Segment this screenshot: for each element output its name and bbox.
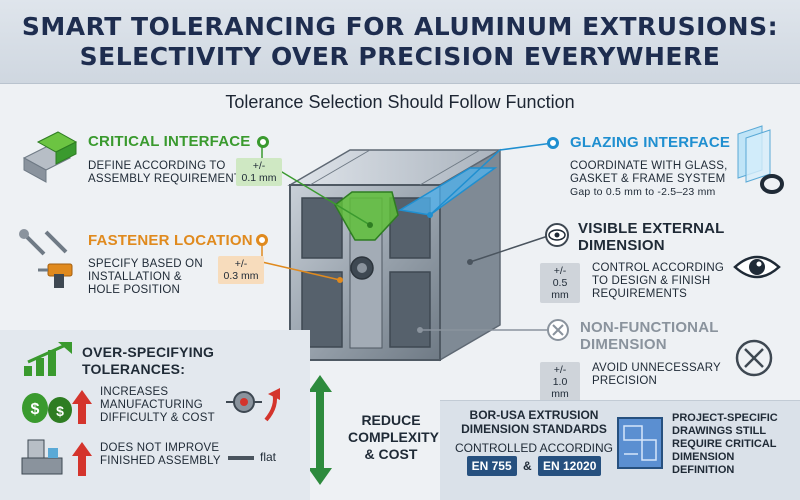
nonfunctional-desc-line-2: PRECISION [592,375,658,387]
glazing-connector [429,142,554,216]
interlocking-parts-icon [22,131,78,183]
critical-interface-desc: DEFINE ACCORDING TO ASSEMBLY REQUIREMENT [88,160,241,186]
visible-tol-value: 0.5 mm [551,277,569,301]
svg-text:$: $ [56,403,64,419]
project-line-3: REQUIRE CRITICAL [672,438,777,450]
visible-dimension-desc: CONTROL ACCORDING TO DESIGN & FINISH REQ… [592,262,724,301]
eye-icon [545,223,569,247]
glass-gasket-icon [737,125,784,194]
nonfunctional-tol-sign: +/- [553,364,567,376]
glazing-interface-desc: COORDINATE WITH GLASS, GASKET & FRAME SY… [570,160,728,199]
overspec-assembly-line-2: FINISHED ASSEMBLY [100,455,221,467]
overspec-title-line-2: TOLERANCES: [82,361,186,377]
visible-tol-sign: +/- [553,265,567,277]
page-title-line-2: SELECTIVITY OVER PRECISION EVERYWHERE [79,42,721,71]
visible-connector [469,235,549,263]
large-eye-icon [733,255,781,279]
reduce-complexity-label: REDUCE COMPLEXITY & COST [348,412,440,463]
critical-interface-title: CRITICAL INTERFACE [88,133,251,150]
fastener-desc-line-3: HOLE POSITION [88,284,181,296]
aluminum-profile-illustration [287,148,503,362]
reduce-line-2: COMPLEXITY [348,429,440,445]
project-line-1: PROJECT-SPECIFIC [672,412,778,424]
fastener-tol-sign: +/- [234,258,248,270]
standards-ampersand: & [522,459,532,473]
standards-title-line-2: DIMENSION STANDARDS [461,422,607,436]
standards-controlled-text: CONTROLLED ACCORDING [454,441,614,455]
svg-text:$: $ [31,401,40,418]
reduce-line-3: & COST [364,446,418,462]
glazing-desc-line-2: GASKET & FRAME SYSTEM [570,173,726,185]
nonfunctional-dimension-title: NON-FUNCTIONAL DIMENSION [580,319,719,353]
overspec-cost-desc: INCREASES MANUFACTURING DIFFICULTY & COS… [100,386,215,425]
glazing-gap-note: Gap to 0.5 mm to -2.5–23 mm [570,186,716,198]
visible-desc-line-1: CONTROL ACCORDING [592,262,725,274]
overspec-cost-line-1: INCREASES [100,386,169,398]
en-12020-badge: EN 12020 [538,456,602,476]
glazing-marker-dot [547,137,559,149]
nonfunctional-tolerance-badge: +/- 1.0 mm [540,362,580,402]
overspec-assembly-desc: DOES NOT IMPROVE FINISHED ASSEMBLY [100,442,221,468]
project-note: PROJECT-SPECIFIC DRAWINGS STILL REQUIRE … [672,412,778,477]
visible-title-line-1: VISIBLE EXTERNAL [578,220,725,237]
critical-tol-value: 0.1 mm [241,172,277,184]
fastener-marker-dot [256,234,268,246]
project-line-5: DEFINITION [672,464,735,476]
nonfunctional-title-line-2: DIMENSION [580,336,667,353]
subtitle: Tolerance Selection Should Follow Functi… [225,92,575,112]
nonfunctional-dimension-desc: AVOID UNNECESSARY PRECISION [592,362,721,388]
fastener-tol-value: 0.3 mm [223,270,259,282]
fastener-location-title: FASTENER LOCATION [88,232,253,249]
glazing-desc-line-1: COORDINATE WITH GLASS, [570,160,728,172]
en-755-badge: EN 755 [466,456,517,476]
nonfunctional-title-line-1: NON-FUNCTIONAL [580,319,719,336]
overspec-assembly-line-1: DOES NOT IMPROVE [100,442,220,454]
double-arrow-icon [308,375,332,485]
precision-part-icon [226,388,280,422]
visible-tolerance-badge: +/- 0.5 mm [540,263,580,303]
standards-block: BOR-USA EXTRUSION DIMENSION STANDARDS CO… [452,408,616,476]
header-banner: SMART TOLERANCING FOR ALUMINUM EXTRUSION… [0,0,800,84]
overspec-cost-line-2: MANUFACTURING [100,399,203,411]
critical-desc-line-2: ASSEMBLY REQUIREMENT [88,173,242,185]
overspec-title: OVER-SPECIFYING TOLERANCES: [82,344,214,378]
screw-drill-icon [19,229,73,288]
project-line-2: DRAWINGS STILL [672,425,767,437]
flat-label: flat [260,450,277,464]
fastener-tolerance-badge: +/- 0.3 mm [218,256,264,284]
cross-circle-icon [547,319,569,341]
visible-desc-line-3: REQUIREMENTS [592,288,688,300]
overspec-cost-line-3: DIFFICULTY & COST [100,412,215,424]
standards-title-line-1: BOR-USA EXTRUSION [469,408,599,422]
money-bags-up-arrow-icon: $ $ [22,390,92,424]
visible-dimension-title: VISIBLE EXTERNAL DIMENSION [578,220,725,254]
project-line-4: DIMENSION [672,451,735,463]
visible-desc-line-2: TO DESIGN & FINISH [592,275,711,287]
reduce-line-1: REDUCE [361,412,421,428]
blueprint-icon [617,417,663,469]
visible-title-line-2: DIMENSION [578,237,665,254]
page-title-line-1: SMART TOLERANCING FOR ALUMINUM EXTRUSION… [21,12,779,41]
fastener-desc-line-1: SPECIFY BASED ON [88,258,203,270]
fastener-location-desc: SPECIFY BASED ON INSTALLATION & HOLE POS… [88,258,203,297]
nonfunctional-desc-line-1: AVOID UNNECESSARY [592,362,721,374]
large-cross-circle-icon [735,339,773,377]
money-growth-icon [24,342,72,376]
critical-tolerance-badge: +/- 0.1 mm [236,158,282,186]
machine-up-arrow-icon [21,439,92,476]
overspec-title-line-1: OVER-SPECIFYING [82,344,215,360]
critical-marker-dot [257,136,269,148]
standards-badges: EN 755 & EN 12020 [452,456,616,476]
critical-desc-line-1: DEFINE ACCORDING TO [88,160,226,172]
flat-line-icon [228,456,254,460]
fastener-desc-line-2: INSTALLATION & [88,271,182,283]
nonfunctional-tol-value: 1.0 mm [551,376,569,400]
glazing-interface-title: GLAZING INTERFACE [570,134,731,151]
critical-tol-sign: +/- [252,160,266,172]
